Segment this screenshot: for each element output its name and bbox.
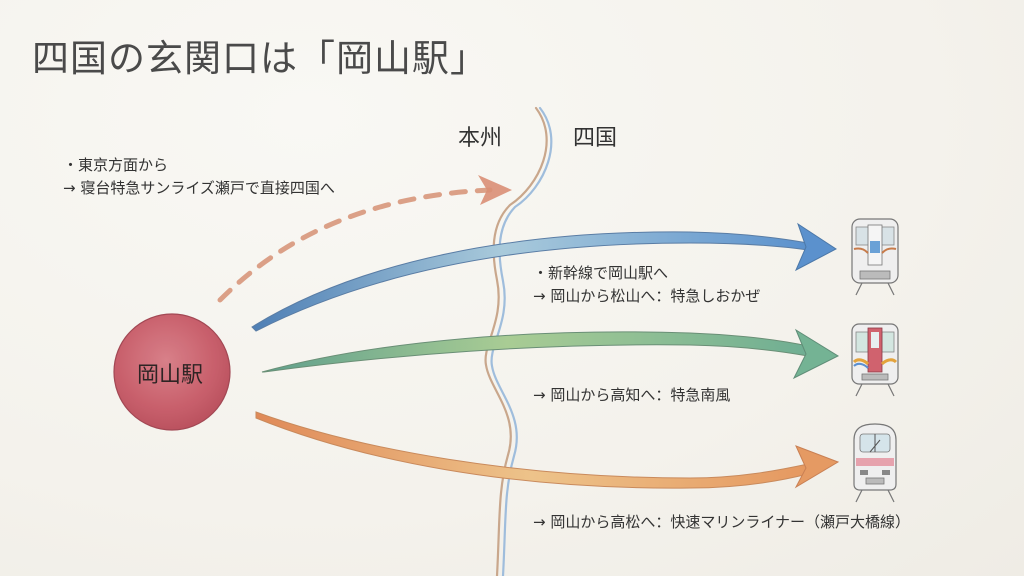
note-shiokaze-line-2: → 岡山から松山へ：特急しおかぜ xyxy=(533,287,761,305)
note-sunrise: ・東京方面から → 寝台特急サンライズ瀬戸で直接四国へ xyxy=(63,154,335,200)
okayama-station-circle xyxy=(113,313,231,431)
marine-liner-arrow xyxy=(255,411,840,489)
note-sunrise-line-2: → 寝台特急サンライズ瀬戸で直接四国へ xyxy=(63,179,335,197)
sunrise-seto-dashed-arrow xyxy=(217,175,512,303)
slide-title: 四国の玄関口は「岡山駅」 xyxy=(32,37,488,80)
note-shiokaze: ・新幹線で岡山駅へ → 岡山から松山へ：特急しおかぜ xyxy=(533,262,760,308)
train-marine-liner-icon xyxy=(853,423,897,503)
station-name: 岡山駅 xyxy=(136,363,203,388)
train-nanpu-icon xyxy=(851,323,899,397)
note-marine-liner-line-1: → 岡山から高松へ：快速マリンライナー（瀬戸大橋線） xyxy=(533,513,911,531)
shiokaze-arrow xyxy=(251,222,837,332)
note-nanpu: → 岡山から高知へ：特急南風 xyxy=(533,384,730,407)
region-honshu-label: 本州 xyxy=(458,126,503,151)
nanpu-arrow xyxy=(261,328,840,380)
note-shiokaze-line-1: ・新幹線で岡山駅へ xyxy=(533,264,669,282)
note-sunrise-line-1: ・東京方面から xyxy=(63,156,169,174)
note-marine-liner: → 岡山から高松へ：快速マリンライナー（瀬戸大橋線） xyxy=(533,511,910,534)
region-shikoku-label: 四国 xyxy=(573,126,618,151)
note-nanpu-line-1: → 岡山から高知へ：特急南風 xyxy=(533,386,731,404)
train-shiokaze-icon xyxy=(851,218,899,296)
